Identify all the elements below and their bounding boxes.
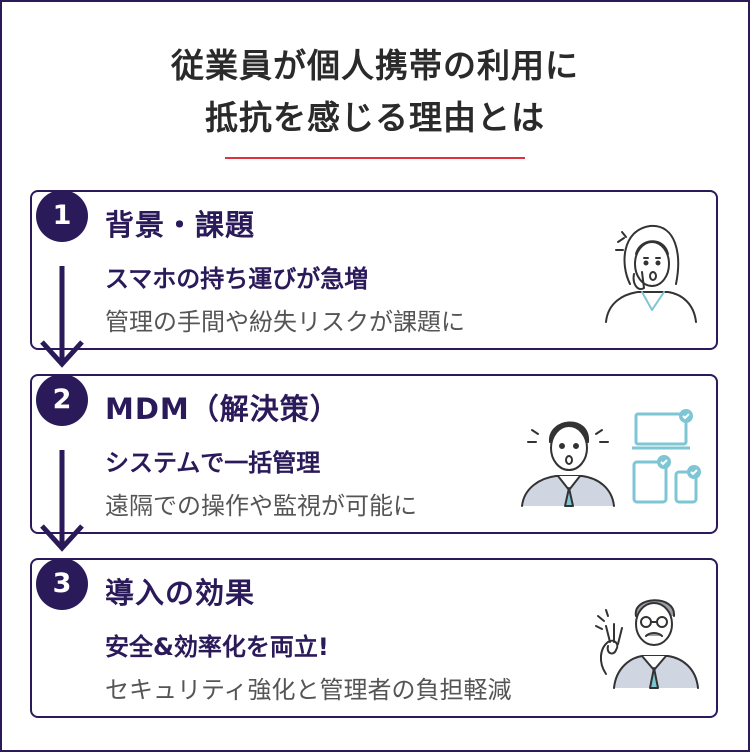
step-subtitle: システムで一括管理 bbox=[105, 449, 321, 477]
title-underline bbox=[225, 157, 525, 159]
step-title: 導入の効果 bbox=[105, 576, 256, 610]
step-title: 背景・課題 bbox=[105, 208, 256, 242]
step-description: セキュリティ強化と管理者の負担軽減 bbox=[105, 676, 512, 704]
title-line-1: 従業員が個人携帯の利用に bbox=[171, 46, 579, 85]
step-card-1: 背景・課題 スマホの持ち運びが急増 管理の手間や紛失リスクが課題に bbox=[30, 190, 718, 350]
step-subtitle: 安全&効率化を両立! bbox=[105, 633, 329, 661]
surprised-businessman-icon bbox=[521, 421, 615, 507]
step-description: 遠隔での操作や監視が可能に bbox=[105, 492, 417, 520]
step-card-3: 導入の効果 安全&効率化を両立! セキュリティ強化と管理者の負担軽減 bbox=[30, 558, 718, 718]
step-number-badge-2: 2 bbox=[36, 374, 88, 426]
down-arrow-icon bbox=[40, 266, 84, 368]
step-number-badge-1: 1 bbox=[36, 190, 88, 242]
step-description: 管理の手間や紛失リスクが課題に bbox=[105, 308, 465, 336]
down-arrow-icon bbox=[40, 450, 84, 552]
senior-man-ok-sign-icon bbox=[595, 599, 699, 689]
devices-icon bbox=[632, 409, 701, 504]
step-number-badge-3: 3 bbox=[36, 558, 88, 610]
step-card-2: MDM（解決策） システムで一括管理 遠隔での操作や監視が可能に bbox=[30, 374, 718, 534]
title-line-2: 抵抗を感じる理由とは bbox=[205, 98, 545, 137]
worried-woman-icon bbox=[605, 224, 697, 323]
step-title: MDM（解決策） bbox=[105, 392, 340, 426]
page-title: 従業員が個人携帯の利用に 抵抗を感じる理由とは bbox=[0, 40, 750, 144]
step-subtitle: スマホの持ち運びが急増 bbox=[105, 265, 369, 293]
